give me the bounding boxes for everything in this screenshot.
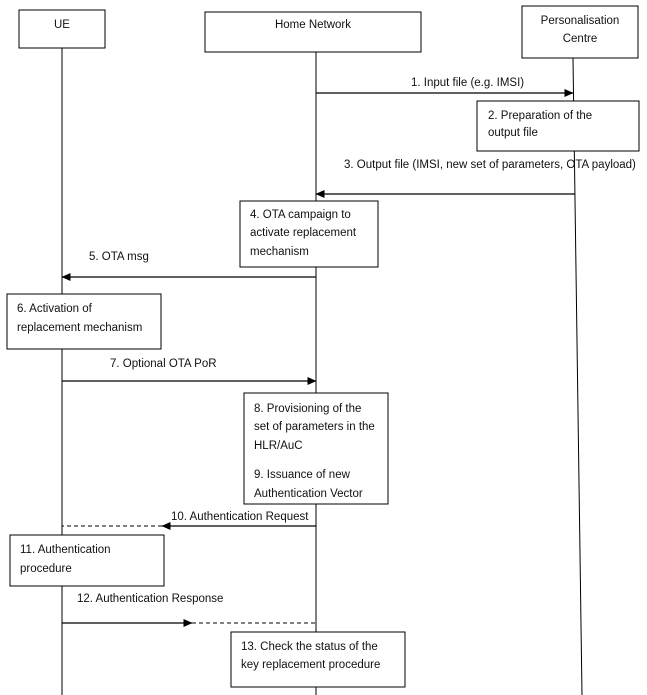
step-11-line-1: 11. Authentication [20,544,111,556]
step-10-label: 10. Authentication Request [171,511,309,523]
step-13-line-1: 13. Check the status of the [241,641,378,653]
actor-pc-label-line-2: Centre [563,33,598,45]
step-9-line-1: 9. Issuance of new [254,469,351,481]
step-8-line-1: 8. Provisioning of the [254,403,361,415]
step-9-line-2: Authentication Vector [254,488,363,500]
step-13-line-2: key replacement procedure [241,659,380,671]
step-8-line-2: set of parameters in the [254,421,375,433]
step-6-box: 6. Activation of replacement mechanism [6,293,162,350]
step-2-box: 2. Preparation of the output file [476,100,640,152]
step-11-box: 11. Authentication procedure [9,534,165,587]
step-3-label: 3. Output file (IMSI, new set of paramet… [344,159,636,171]
step-8-9-box: 8. Provisioning of the set of parameters… [243,392,389,505]
step-4-box: 4. OTA campaign to activate replacement … [239,200,379,268]
step-2-line-2: output file [488,127,538,139]
step-13-box: 13. Check the status of the key replacem… [230,631,406,688]
step-4-line-2: activate replacement [250,227,357,239]
step-4-line-3: mechanism [250,246,309,258]
step-1-label: 1. Input file (e.g. IMSI) [411,77,524,89]
personalisation-centre-lifeline [572,57,583,695]
actor-home-network: Home Network [204,11,422,53]
step-6-line-1: 6. Activation of [17,303,93,315]
step-5-label: 5. OTA msg [89,251,149,263]
actor-home-network-label: Home Network [275,19,351,31]
step-4-line-1: 4. OTA campaign to [250,209,351,221]
actor-ue: UE [18,9,106,49]
step-6-line-2: replacement mechanism [17,322,142,334]
actor-pc-label-line-1: Personalisation [541,15,620,27]
step-11-line-2: procedure [20,563,72,575]
step-7-label: 7. Optional OTA PoR [110,358,217,370]
step-12-label: 12. Authentication Response [77,593,223,605]
step-2-line-1: 2. Preparation of the [488,110,592,122]
actor-ue-label: UE [54,19,70,31]
actor-personalisation-centre: Personalisation Centre [521,5,639,59]
step-8-line-3: HLR/AuC [254,440,303,452]
